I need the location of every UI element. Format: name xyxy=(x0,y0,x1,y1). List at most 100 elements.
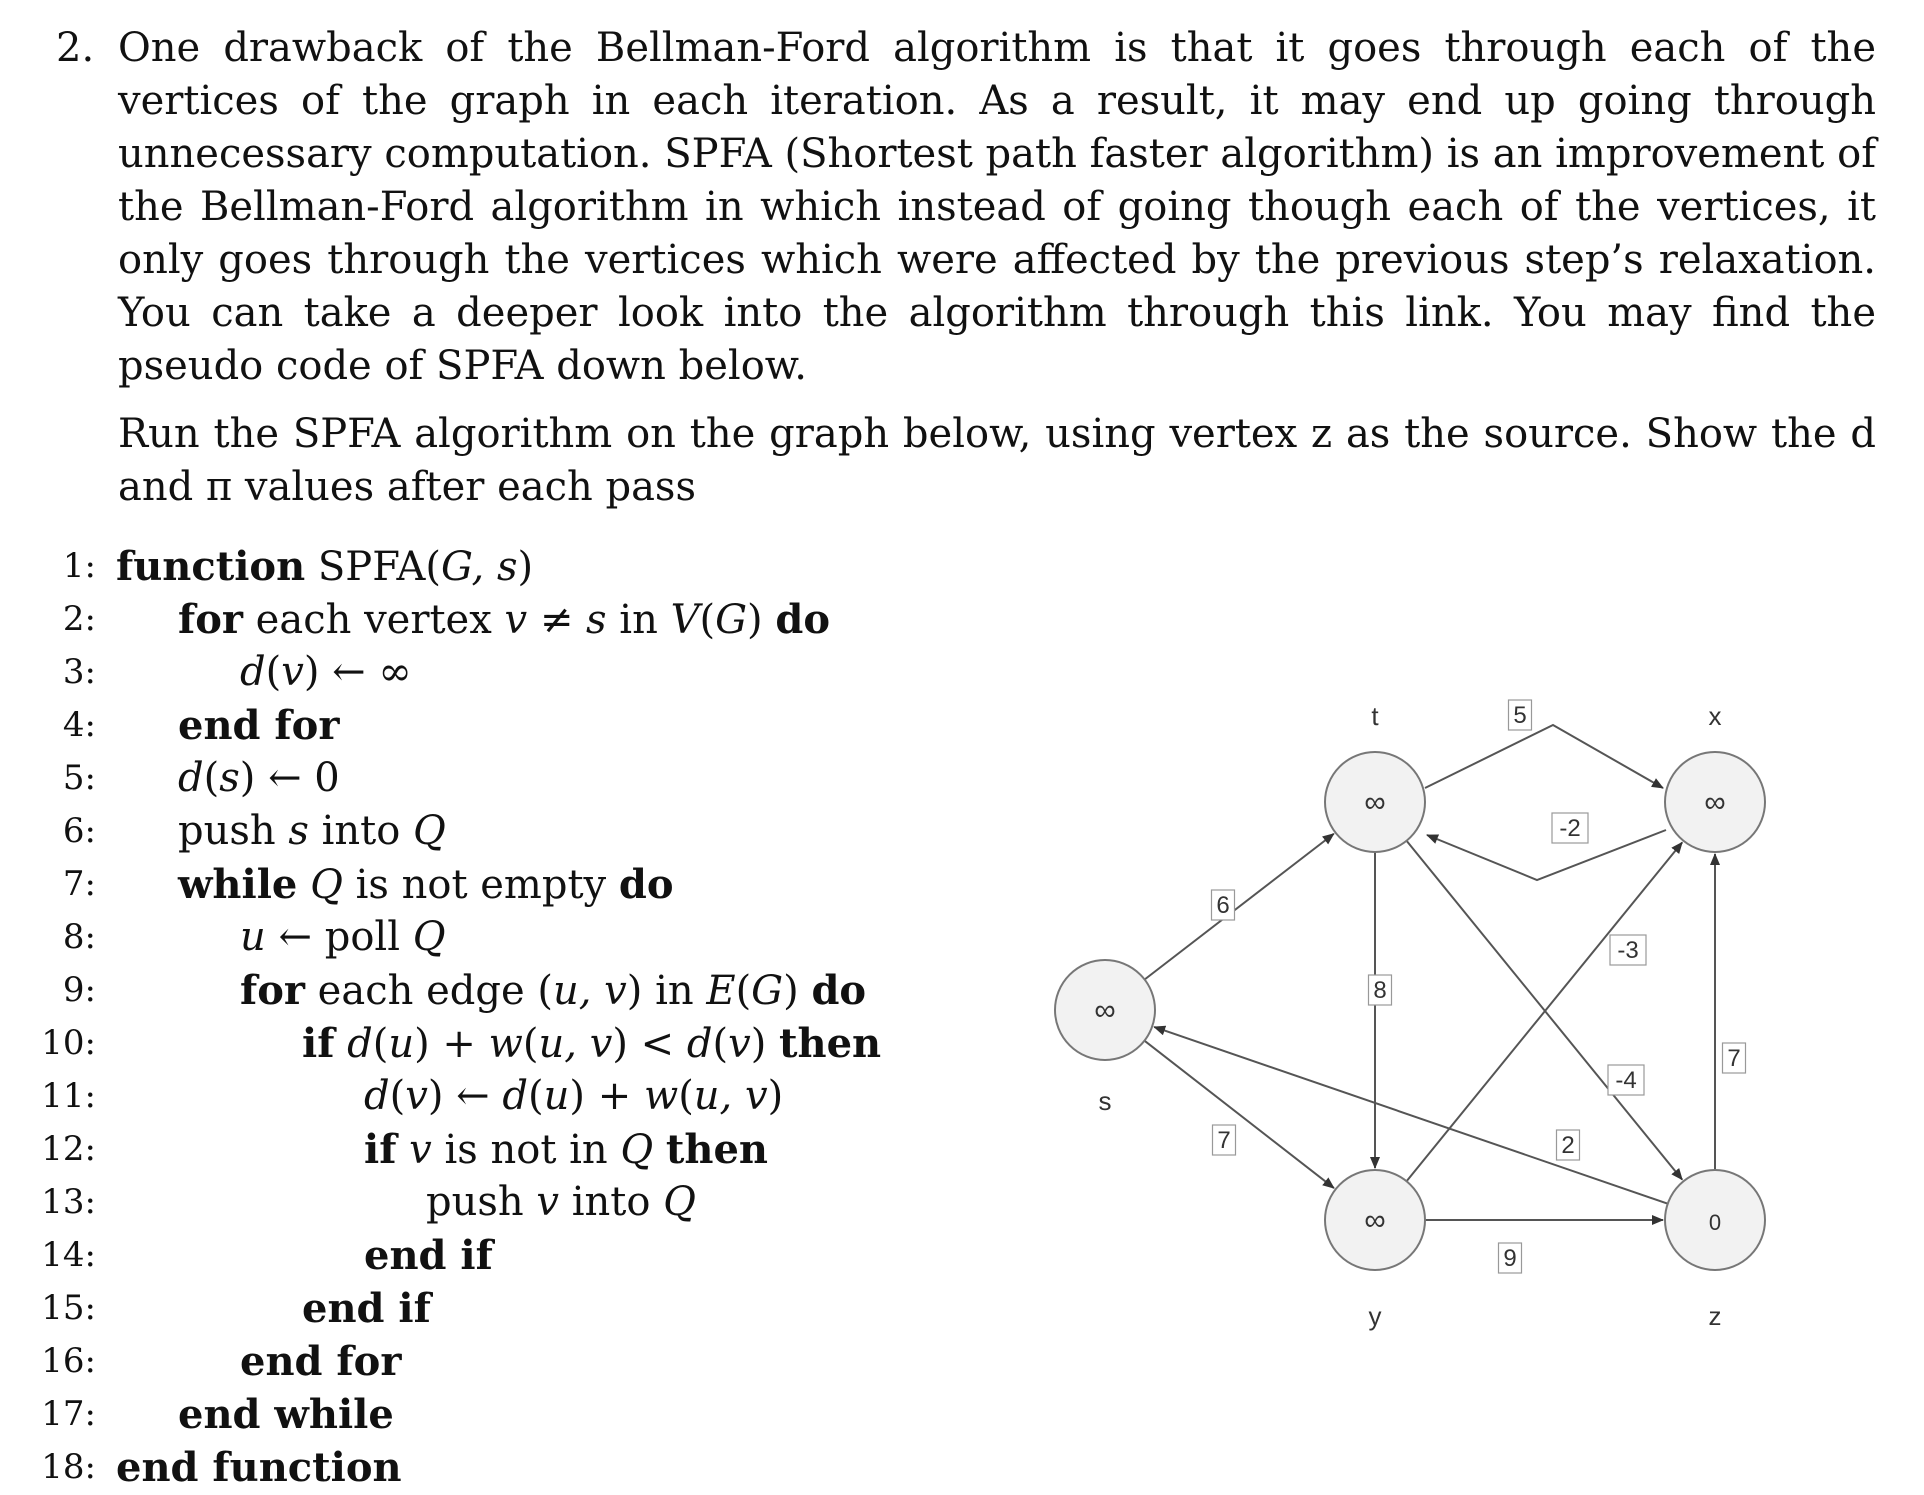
line-number: 17: xyxy=(41,1394,96,1434)
code-text: push s into Q xyxy=(178,805,446,858)
code-keyword: while xyxy=(178,861,298,908)
code-keyword: end for xyxy=(178,702,340,749)
problem-paragraph-task: Run the SPFA algorithm on the graph belo… xyxy=(118,411,1876,510)
code-math: G, s xyxy=(440,544,518,590)
code-text: function SPFA(G, s) xyxy=(116,540,533,594)
vertex-label: x xyxy=(1709,701,1722,731)
edge-weight-label: 7 xyxy=(1217,1127,1230,1154)
code-keyword: do xyxy=(811,967,867,1014)
pseudocode-line: 13: push v into Q xyxy=(36,1176,996,1229)
code-token: into xyxy=(308,808,414,854)
code-text: end while xyxy=(178,1388,394,1442)
line-number: 6: xyxy=(62,811,96,851)
vertex-label: z xyxy=(1709,1301,1722,1331)
code-text: end if xyxy=(302,1282,431,1336)
code-keyword: for xyxy=(240,967,305,1014)
line-number: 4: xyxy=(62,705,96,745)
code-token: each vertex xyxy=(242,597,505,643)
code-keyword: do xyxy=(618,861,674,908)
code-token: push xyxy=(178,808,289,854)
pseudocode-line: 18: end function xyxy=(36,1441,996,1494)
code-keyword: end if xyxy=(364,1232,493,1279)
code-math: s xyxy=(219,755,240,801)
code-text: d(s) ← 0 xyxy=(178,752,340,805)
code-math: Q xyxy=(620,1127,654,1173)
code-text: u ← poll Q xyxy=(240,911,446,964)
line-number: 7: xyxy=(62,864,96,904)
edge-weight-label: 6 xyxy=(1216,892,1229,919)
pseudocode-line: 10:if d(u) + w(u, v) < d(v) then xyxy=(36,1017,996,1070)
vertex-label: t xyxy=(1371,701,1379,731)
code-text: end for xyxy=(178,699,339,753)
code-math: d xyxy=(364,1073,390,1119)
code-token: ( xyxy=(528,1073,544,1119)
code-keyword: for xyxy=(178,596,243,643)
code-text: if v is not in Q then xyxy=(364,1123,768,1177)
code-token: ) xyxy=(750,1021,780,1067)
pseudocode-line: 7:while Q is not empty do xyxy=(36,858,996,911)
pseudocode-line: 6: push s into Q xyxy=(36,805,996,858)
code-math: v ≠ s xyxy=(504,597,607,643)
code-token: ( xyxy=(265,649,282,695)
edge-weight-label: -3 xyxy=(1617,937,1638,964)
pseudocode-line: 3: d(v) ← ∞ xyxy=(36,646,996,699)
code-keyword: do xyxy=(775,596,830,643)
pseudocode-line: 14:end if xyxy=(36,1229,996,1282)
edge-weight-box xyxy=(1607,1064,1645,1096)
code-math: u, v xyxy=(538,1021,613,1067)
code-keyword: end while xyxy=(178,1391,394,1438)
pseudocode-line: 9: for each edge (u, v) in E(G) do xyxy=(36,964,996,1017)
code-keyword: then xyxy=(665,1126,768,1173)
line-number: 5: xyxy=(62,758,96,798)
code-math: v xyxy=(536,1179,559,1225)
vertex-s xyxy=(1054,959,1156,1061)
pseudocode-line: 2:for each vertex v ≠ s in V(G) do xyxy=(36,593,996,646)
code-token: ) xyxy=(767,1073,784,1119)
code-token: ( xyxy=(203,755,220,801)
line-number: 9: xyxy=(62,970,96,1010)
vertex-distance-value: ∞ xyxy=(1364,1204,1385,1237)
pseudocode-line: 12:if v is not in Q then xyxy=(36,1123,996,1176)
code-token: ) xyxy=(747,597,776,643)
edge-weight-box xyxy=(1367,974,1393,1006)
code-text: push v into Q xyxy=(426,1176,696,1229)
code-token: ( xyxy=(699,597,716,643)
code-keyword: function xyxy=(116,543,306,590)
code-text: for each vertex v ≠ s in V(G) do xyxy=(178,593,830,647)
code-text: d(v) ← ∞ xyxy=(240,646,412,699)
code-math: Q xyxy=(310,862,343,908)
problem-number: 2. xyxy=(56,25,95,71)
vertex-label: s xyxy=(1099,1086,1112,1116)
code-math: s xyxy=(288,808,309,854)
edge-weight-label: -2 xyxy=(1559,815,1580,842)
edge-t-to-x xyxy=(1424,723,1664,789)
code-math: u, v xyxy=(552,968,627,1014)
code-text: end function xyxy=(116,1441,402,1495)
line-number: 13: xyxy=(41,1182,96,1222)
code-token: ) ← 0 xyxy=(239,755,340,801)
edge-weight-box xyxy=(1497,1242,1523,1274)
spfa-pseudocode: 1: function SPFA(G, s)2:for each vertex v… xyxy=(36,540,996,1494)
code-math: G xyxy=(751,968,784,1014)
code-token: ( xyxy=(522,1021,539,1067)
code-math: w xyxy=(643,1073,679,1119)
line-number: 1: xyxy=(62,546,96,586)
line-number: 18: xyxy=(41,1447,96,1487)
edge-weight-box xyxy=(1551,812,1589,844)
problem-paragraph-intro: One drawback of the Bellman-Ford algorit… xyxy=(118,25,1876,389)
code-math: V xyxy=(670,597,700,643)
code-token: ) xyxy=(517,544,534,590)
line-number: 3: xyxy=(62,652,96,692)
code-math: v xyxy=(405,1073,428,1119)
line-number: 16: xyxy=(41,1341,96,1381)
code-text: for each edge (u, v) in E(G) do xyxy=(240,964,866,1018)
edge-weight-box xyxy=(1609,934,1647,966)
code-token: ) + xyxy=(414,1021,489,1067)
pseudocode-line: 8:u ← poll Q xyxy=(36,911,996,964)
code-keyword: if xyxy=(302,1020,335,1067)
code-math: u xyxy=(543,1073,570,1119)
edge-weight-box xyxy=(1721,1042,1747,1074)
code-math: u, v xyxy=(693,1073,768,1119)
code-token: ( xyxy=(389,1073,406,1119)
